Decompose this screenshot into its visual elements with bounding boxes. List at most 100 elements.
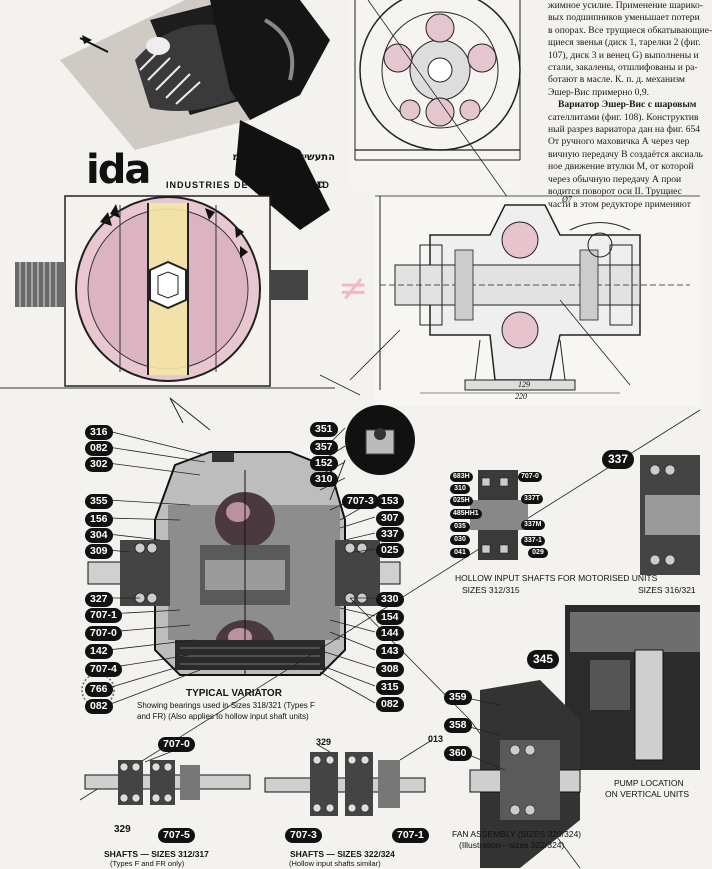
part-label: 360: [444, 746, 472, 761]
part-label: 345: [527, 650, 560, 669]
part-label: 025: [376, 543, 404, 558]
hollow-shafts-title: HOLLOW INPUT SHAFTS FOR MOTORISED UNITS: [455, 573, 658, 583]
part-label: 156: [85, 512, 113, 527]
bevel-gear-photo: [60, 0, 330, 230]
part-label: 355: [85, 494, 113, 509]
part-label: 327: [85, 592, 113, 607]
part-label: 142: [85, 644, 113, 659]
fan-assembly-caption: FAN ASSEMBLY (SIZES 320/324): [452, 829, 582, 839]
hebrew-company-name: התעשייה לפתוח בע"מ: [232, 152, 335, 163]
part-label: 707-1: [392, 828, 429, 843]
part-label: 485HH1: [450, 509, 482, 519]
part-label: 766: [85, 682, 113, 697]
part-label: 337-1: [521, 536, 545, 546]
text-line: ботают в масле. К. п. д. механизм: [548, 74, 685, 86]
part-label: 307: [376, 511, 404, 526]
fan-assembly-caption: (Illustration—sizes 322/324): [459, 840, 565, 850]
pump-location-caption: PUMP LOCATION: [614, 778, 684, 788]
dim-label: 220: [515, 392, 527, 401]
part-label: 144: [376, 626, 404, 641]
typical-variator-caption: Showing bearings used in Sizes 318/321 (…: [137, 701, 315, 710]
text-line: От ручного маховичка А через чер: [548, 136, 690, 148]
part-label: 337M: [521, 520, 545, 530]
part-label: 707-4: [85, 662, 122, 677]
part-label: 337: [376, 527, 404, 542]
part-label: 310: [450, 484, 470, 494]
part-label: 082: [85, 441, 113, 456]
part-label: 082: [85, 699, 113, 714]
part-label: 152: [310, 456, 338, 471]
part-label: 304: [85, 528, 113, 543]
part-label: 357: [310, 440, 338, 455]
part-label: 030: [450, 535, 470, 545]
text-line: через обычную передачу А прои: [548, 173, 682, 185]
text-line: вых подшипников уменьшает потери: [548, 12, 700, 24]
part-label: 707-0: [85, 626, 122, 641]
part-label: 330: [376, 592, 404, 607]
part-label: 351: [310, 422, 338, 437]
shafts-b-caption: SHAFTS — SIZES 322/324: [290, 849, 395, 859]
typical-variator-title: TYPICAL VARIATOR: [186, 688, 282, 699]
text-line: ное движение втулки М, от которой: [548, 161, 694, 173]
text-line: вичную передачу В создаётся аксиаль: [548, 148, 703, 160]
part-label: 707-3: [285, 828, 322, 843]
pump-location-caption: ON VERTICAL UNITS: [605, 789, 690, 799]
text-line: Эшер-Вис примерно 0,9.: [548, 86, 650, 98]
typical-variator-caption: and FR) (Also applies to hollow input sh…: [137, 712, 309, 721]
shafts-a-caption: (Types F and FR only): [110, 859, 185, 868]
part-label: 329: [316, 737, 332, 747]
text-line: сателлитами (фиг. 108). Конструктив: [548, 111, 699, 123]
variator-cross-section-drawing: [349, 195, 700, 406]
part-label: 025H: [450, 496, 473, 506]
part-label: 707-3: [342, 494, 379, 509]
part-label: 683H: [450, 472, 473, 482]
company-name: INDUSTRIES DEVELOPMENT C: [166, 180, 325, 190]
part-label: 329: [114, 824, 131, 835]
pump-fan-drawings: [461, 605, 700, 868]
dim-label: 129: [518, 380, 530, 389]
part-label: 315: [376, 680, 404, 695]
part-label: 029: [528, 548, 548, 558]
shafts-drawings: [84, 739, 433, 816]
part-label: 013: [428, 734, 444, 744]
text-line: 107), диск 3 и венец G) выполнены и: [548, 49, 699, 61]
part-label: 082: [376, 697, 404, 712]
part-label: 337: [602, 450, 635, 469]
part-label: 359: [444, 690, 472, 705]
gear-section-drawing: [350, 0, 521, 216]
part-label: 035: [450, 522, 470, 532]
part-label: 707-1: [85, 608, 122, 623]
text-line: щиеся звенья (диск 1, тарелки 2 (фиг.: [548, 37, 701, 49]
part-label: 153: [376, 494, 404, 509]
russian-text-block: жимное усилие. Применение шарико- вых по…: [548, 0, 712, 211]
part-label: 337T: [521, 494, 543, 504]
part-label: 041: [450, 548, 470, 558]
sizes-312-315: SIZES 312/315: [462, 585, 520, 595]
section-heading: Вариатор Эшер-Вис с шаровым: [558, 99, 697, 111]
variator-front-photo: ≠: [0, 195, 368, 431]
part-label: 143: [376, 644, 404, 659]
part-label: 154: [376, 610, 404, 625]
shafts-a-caption: SHAFTS — SIZES 312/317: [104, 849, 209, 859]
text-line: в опорах. Все трущиеся обкатывающие-: [548, 24, 712, 36]
part-label: 707-0: [158, 737, 195, 752]
company-ltd: LTD: [312, 180, 329, 190]
sizes-316-321: SIZES 316/321: [638, 585, 696, 595]
typical-variator-photo: [81, 405, 415, 707]
dim-label: Ø7: [562, 195, 572, 204]
hollow-input-shafts: [470, 455, 700, 575]
text-line: водится поворот оси II. Трущиес: [548, 186, 682, 198]
text-line: стали, закалены, отшлифованы и ра-: [548, 62, 698, 74]
part-label: 309: [85, 544, 113, 559]
part-label: 302: [85, 457, 113, 472]
text-line: ный разрез вариатора дан на фиг. 654: [548, 124, 701, 136]
ida-logo: ida: [86, 147, 151, 193]
shafts-b-caption: (Hollow input shafts similar): [289, 859, 381, 868]
part-label: 310: [310, 472, 338, 487]
text-line: части в этом редукторе применяют: [548, 198, 691, 210]
svg-text:≠: ≠: [338, 268, 368, 309]
part-label: 707-0: [518, 472, 542, 482]
text-line: жимное усилие. Применение шарико-: [548, 0, 703, 11]
part-label: 358: [444, 718, 472, 733]
